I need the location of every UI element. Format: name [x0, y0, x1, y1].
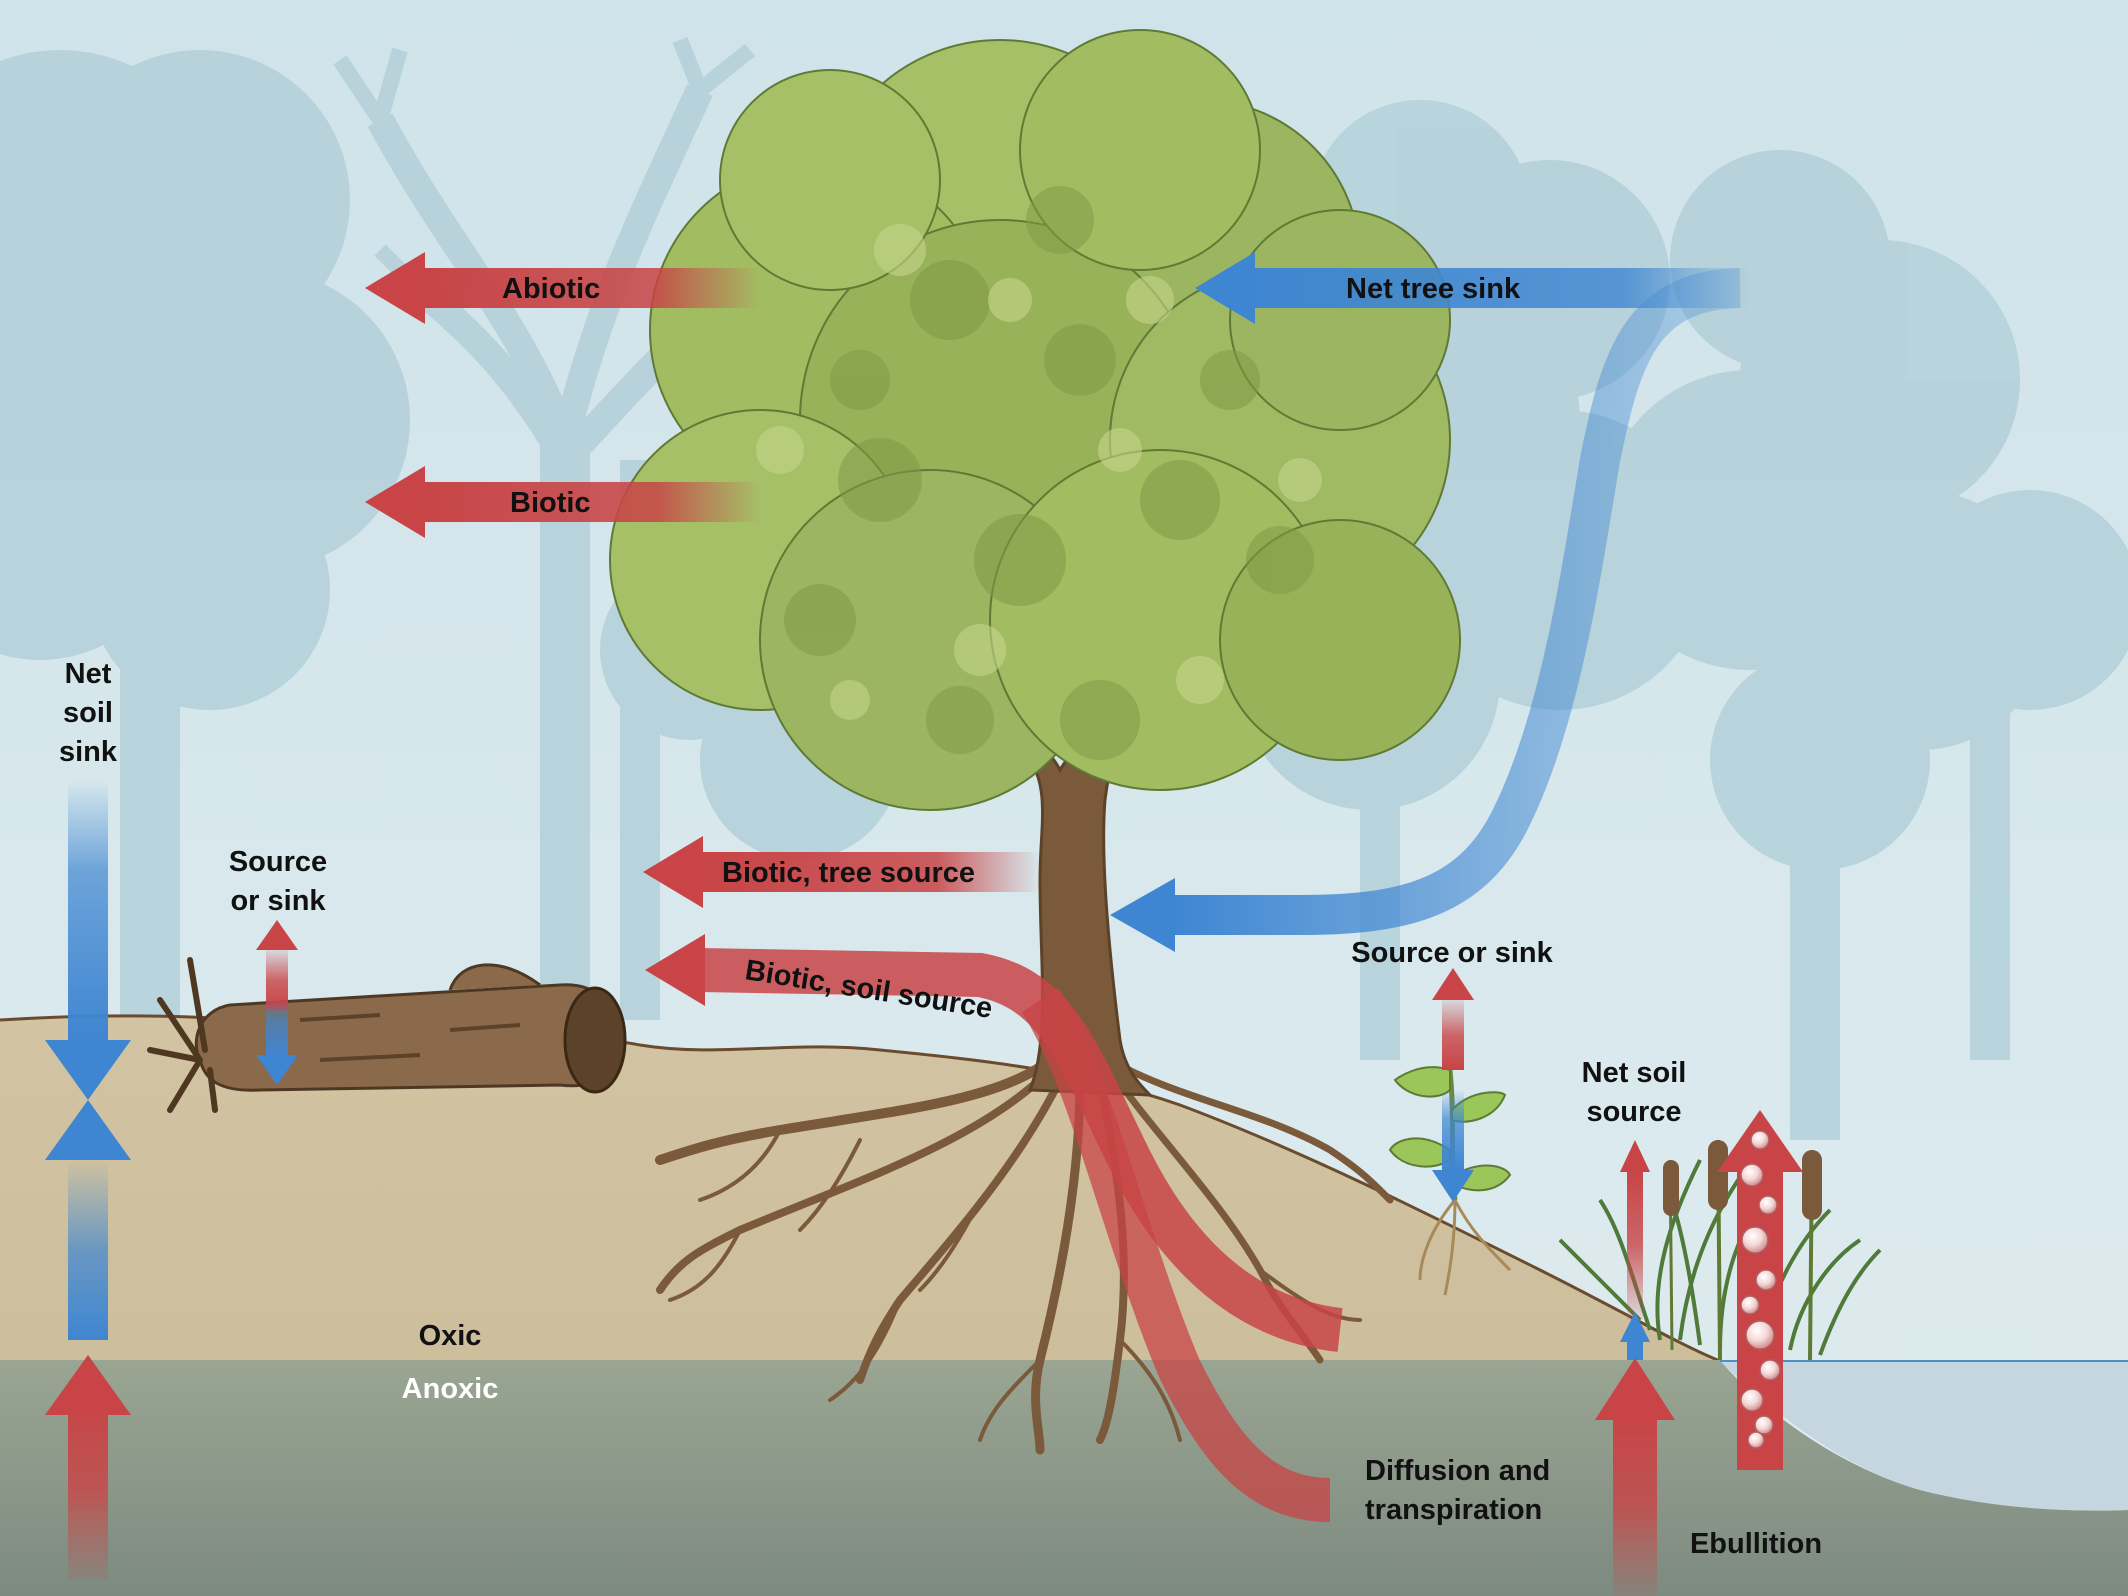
- log-source-or-sink-label-line-1: Source: [229, 846, 327, 878]
- tree-canopy: [609, 29, 1461, 811]
- diffusion-label-line-2: transpiration: [1365, 1494, 1542, 1526]
- anoxic-label: Anoxic: [402, 1373, 499, 1405]
- biotic-tree-source-label: Biotic, tree source: [722, 857, 975, 889]
- net-soil-source-label-line-2: source: [1586, 1096, 1681, 1128]
- seedling-source-or-sink-label: Source or sink: [1351, 937, 1553, 969]
- net-soil-source-arrows: [1595, 1140, 1675, 1596]
- net-soil-sink-arrow: [45, 780, 131, 1580]
- diffusion-arrow: [1021, 987, 1331, 1522]
- cattails: [1663, 1139, 1822, 1361]
- oxic-label: Oxic: [419, 1320, 482, 1352]
- ebullition-bubbles: [1740, 1130, 1781, 1449]
- abiotic-label: Abiotic: [502, 273, 600, 305]
- abiotic-arrow: [365, 252, 760, 324]
- net-soil-source-label-line-1: Net soil: [1582, 1057, 1687, 1089]
- biotic-soil-source-arrow: [645, 934, 1343, 1352]
- net-tree-sink-arrow: [1110, 252, 1750, 952]
- tree-trunk: [977, 698, 1154, 1097]
- canopy-highlights: [756, 224, 1322, 720]
- diffusion-label-line-1: Diffusion and: [1365, 1455, 1550, 1487]
- net-soil-sink-label-line-2: soil: [63, 697, 113, 729]
- water-body: [1720, 1361, 2128, 1511]
- seedling-source-or-sink-arrows: [1432, 968, 1474, 1202]
- canopy-shading: [784, 186, 1314, 760]
- net-soil-sink-label-line-3: sink: [59, 736, 118, 768]
- net-tree-sink-label: Net tree sink: [1346, 273, 1521, 305]
- log-source-or-sink-arrows: [256, 920, 298, 1085]
- biotic-tree-source-arrow: [643, 836, 1040, 908]
- biotic-arrow: [365, 466, 760, 538]
- biotic-label: Biotic: [510, 487, 591, 519]
- fallen-log: [147, 957, 627, 1113]
- ebullition-label: Ebullition: [1690, 1528, 1822, 1560]
- log-source-or-sink-label-line-2: or sink: [230, 885, 326, 917]
- net-soil-sink-label-line-1: Net: [65, 658, 112, 690]
